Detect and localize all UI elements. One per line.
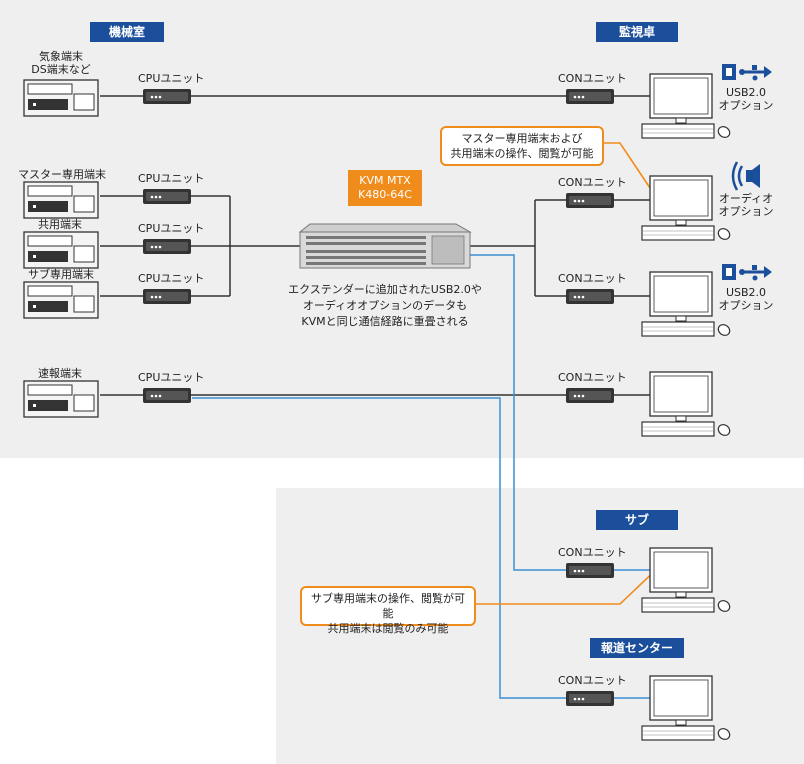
kvm-model-line2: K480-64C: [358, 188, 412, 201]
kvm-matrix-switch: [298, 223, 472, 269]
label-weather-terminal: 気象端末 DS端末など: [20, 50, 102, 76]
usb-option-line1: USB2.0: [725, 86, 767, 99]
label-bulletin-terminal: 速報端末: [38, 367, 82, 380]
zone-sub: [276, 488, 804, 764]
label-con-unit: CONユニット: [558, 674, 627, 687]
caption-line2: オーディオオプションのデータも: [302, 299, 468, 312]
label-sub-only-terminal: サブ専用端末: [28, 268, 94, 281]
usb-icon: [722, 64, 772, 81]
con-unit-3: [566, 289, 614, 304]
con-unit-news: [566, 691, 614, 706]
label-con-unit: CONユニット: [558, 371, 627, 384]
monitor-news: [641, 675, 733, 743]
audio-option-line1: オーディオ: [718, 192, 774, 205]
usb-icon: [722, 264, 772, 281]
header-monitoring-desk: 監視卓: [596, 22, 678, 42]
note-master-permissions: マスター専用端末および 共用端末の操作、閲覧が可能: [440, 126, 604, 166]
cpu-unit-sub-only: [143, 289, 191, 304]
pc-master: [23, 181, 99, 219]
pc-weather: [23, 79, 99, 117]
usb-option-line2: オプション: [718, 299, 774, 312]
con-unit-2: [566, 193, 614, 208]
usb-option-line2: オプション: [718, 99, 774, 112]
con-unit-1: [566, 89, 614, 104]
kvm-model-line1: KVM MTX: [359, 174, 411, 187]
label-weather-line1: 気象端末: [39, 50, 83, 63]
note-sub-line2: 共用端末は閲覧のみ可能: [327, 622, 449, 635]
label-usb-option-1: USB2.0 オプション: [714, 86, 778, 112]
caption-line1: エクステンダーに追加されたUSB2.0や: [288, 283, 482, 296]
con-unit-sub: [566, 563, 614, 578]
header-sub: サブ: [596, 510, 678, 530]
label-usb-option-2: USB2.0 オプション: [714, 286, 778, 312]
pc-bulletin: [23, 380, 99, 418]
label-weather-line2: DS端末など: [31, 63, 91, 76]
note-master-line2: 共用端末の操作、閲覧が可能: [450, 147, 594, 160]
label-con-unit: CONユニット: [558, 546, 627, 559]
pc-sub-only: [23, 281, 99, 319]
header-news-center: 報道センター: [590, 638, 684, 658]
usb-option-line1: USB2.0: [725, 286, 767, 299]
audio-option-line2: オプション: [718, 205, 774, 218]
label-cpu-unit: CPUユニット: [138, 222, 205, 235]
pc-shared: [23, 231, 99, 269]
cpu-unit-shared: [143, 239, 191, 254]
speaker-icon: [731, 161, 760, 191]
label-shared-terminal: 共用端末: [38, 218, 82, 231]
cpu-unit-master: [143, 189, 191, 204]
cpu-unit-weather: [143, 89, 191, 104]
header-machine-room: 機械室: [90, 22, 164, 42]
monitor-sub: [641, 547, 733, 615]
cpu-unit-bulletin: [143, 388, 191, 403]
label-master-terminal: マスター専用端末: [18, 168, 106, 181]
note-master-line1: マスター専用端末および: [461, 132, 583, 145]
note-sub-permissions: サブ専用端末の操作、閲覧が可能 共用端末は閲覧のみ可能: [300, 586, 476, 635]
caption-line3: KVMと同じ通信経路に重畳される: [301, 315, 469, 328]
label-cpu-unit: CPUユニット: [138, 371, 205, 384]
con-unit-4: [566, 388, 614, 403]
monitor-4: [641, 371, 733, 439]
label-cpu-unit: CPUユニット: [138, 172, 205, 185]
kvm-model-label: KVM MTX K480-64C: [348, 170, 422, 206]
kvm-caption: エクステンダーに追加されたUSB2.0や オーディオオプションのデータも KVM…: [280, 282, 490, 330]
label-con-unit: CONユニット: [558, 72, 627, 85]
label-audio-option: オーディオ オプション: [714, 192, 778, 218]
label-cpu-unit: CPUユニット: [138, 272, 205, 285]
note-sub-line1: サブ専用端末の操作、閲覧が可能: [311, 592, 465, 620]
label-con-unit: CONユニット: [558, 176, 627, 189]
label-cpu-unit: CPUユニット: [138, 72, 205, 85]
label-con-unit: CONユニット: [558, 272, 627, 285]
